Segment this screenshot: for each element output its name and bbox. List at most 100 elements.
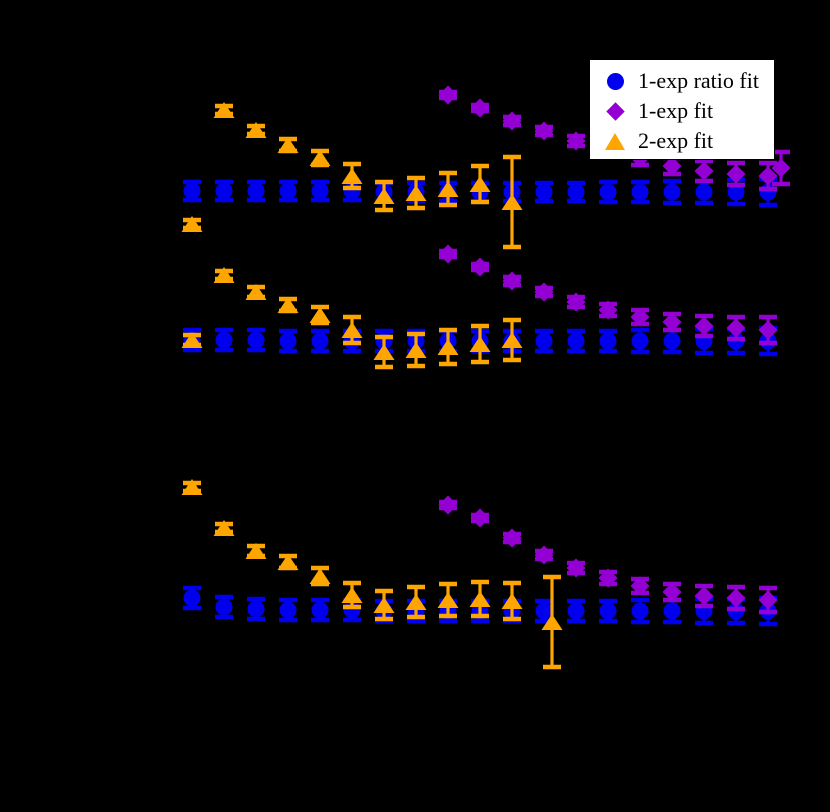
datum — [437, 581, 459, 619]
data-point-circle — [311, 332, 329, 350]
datum — [534, 545, 554, 565]
data-point-circle — [663, 183, 681, 201]
data-point-triangle — [405, 594, 427, 610]
datum — [631, 179, 649, 205]
data-point-circle — [247, 182, 265, 200]
data-point-circle — [631, 332, 649, 350]
datum — [183, 179, 201, 203]
data-point-circle — [215, 182, 233, 200]
data-point-diamond — [470, 508, 490, 528]
data-point-diamond — [726, 164, 746, 184]
datum — [470, 257, 490, 277]
datum — [279, 328, 297, 354]
data-point-circle — [535, 332, 553, 350]
datum — [535, 328, 553, 354]
datum — [598, 568, 618, 588]
datum — [247, 596, 265, 622]
data-point-diamond — [598, 300, 618, 320]
data-point-triangle — [309, 307, 331, 323]
data-point-circle — [727, 183, 745, 201]
datum — [311, 179, 329, 203]
datum — [534, 121, 554, 141]
datum — [758, 314, 778, 346]
datum — [311, 597, 329, 623]
datum — [341, 314, 363, 346]
data-point-diamond — [566, 131, 586, 151]
data-point-triangle — [181, 216, 203, 232]
datum — [438, 495, 458, 515]
data-point-circle — [311, 182, 329, 200]
series-2-exp-fit — [181, 102, 523, 250]
datum — [567, 180, 585, 204]
datum — [181, 479, 203, 495]
data-point-circle — [631, 183, 649, 201]
series-2-exp-fit — [181, 267, 523, 370]
data-point-circle — [279, 182, 297, 200]
data-point-circle — [215, 598, 233, 616]
datum — [277, 136, 299, 154]
datum — [631, 597, 649, 625]
data-point-diamond — [771, 158, 791, 178]
data-point-triangle — [541, 614, 563, 630]
data-point-circle — [279, 332, 297, 350]
datum — [501, 580, 523, 622]
datum — [341, 161, 363, 191]
data-point-triangle — [501, 593, 523, 609]
data-point-diamond — [438, 85, 458, 105]
data-point-triangle — [469, 176, 491, 192]
datum — [215, 179, 233, 203]
data-point-triangle — [277, 554, 299, 570]
panel-middle — [181, 244, 778, 370]
data-point-diamond — [438, 495, 458, 515]
datum — [245, 543, 267, 559]
datum — [695, 178, 713, 206]
datum — [245, 284, 267, 300]
data-point-triangle — [245, 284, 267, 300]
datum — [501, 317, 523, 363]
data-point-diamond — [598, 568, 618, 588]
data-point-circle — [535, 183, 553, 201]
data-point-circle — [599, 332, 617, 350]
datum — [535, 180, 553, 204]
data-point-diamond — [758, 590, 778, 610]
data-point-triangle — [405, 185, 427, 201]
data-point-diamond — [438, 244, 458, 264]
series-1-exp-fit — [438, 495, 778, 615]
data-point-circle — [599, 602, 617, 620]
datum — [245, 122, 267, 138]
data-point-triangle — [341, 168, 363, 184]
datum — [630, 307, 650, 327]
circle-marker-icon — [598, 68, 632, 94]
legend-entry-1-exp-fit: 1-exp fit — [598, 96, 764, 126]
datum — [598, 300, 618, 320]
data-point-triangle — [277, 137, 299, 153]
datum — [694, 158, 714, 184]
data-point-circle — [567, 602, 585, 620]
data-point-diamond — [502, 111, 522, 131]
data-point-circle — [311, 601, 329, 619]
datum — [662, 581, 682, 603]
datum — [566, 292, 586, 312]
datum — [501, 154, 523, 250]
datum — [630, 576, 650, 596]
data-point-circle — [279, 601, 297, 619]
datum — [502, 111, 522, 131]
datum — [567, 328, 585, 354]
datum — [470, 98, 490, 118]
datum — [341, 580, 363, 610]
triangle-marker-icon — [598, 128, 632, 154]
datum — [694, 313, 714, 339]
data-point-circle — [247, 331, 265, 349]
data-point-circle — [183, 589, 201, 607]
data-point-triangle — [373, 597, 395, 613]
datum — [469, 163, 491, 205]
data-point-triangle — [245, 122, 267, 138]
data-point-diamond — [694, 586, 714, 606]
datum — [566, 558, 586, 578]
data-point-diamond — [566, 558, 586, 578]
data-point-diamond — [630, 307, 650, 327]
datum — [373, 334, 395, 370]
datum — [469, 579, 491, 619]
datum — [438, 85, 458, 105]
